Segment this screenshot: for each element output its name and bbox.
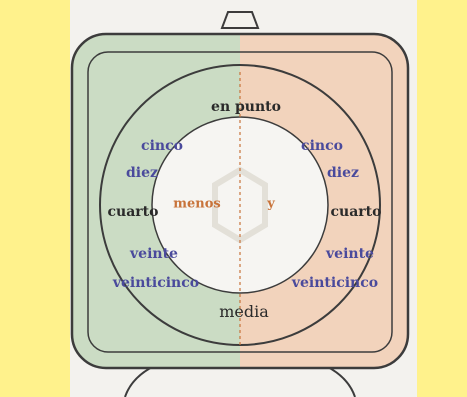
label-left-veinte: veinte [130,247,178,261]
label-menos: menos [173,198,220,211]
label-media: media [219,304,269,320]
label-left-cinco: cinco [141,139,183,153]
label-right-diez: diez [327,166,359,180]
label-right-veinte: veinte [326,247,374,261]
label-right-cuarto: cuarto [331,205,382,219]
label-y: y [267,198,275,211]
label-right-cinco: cinco [301,139,343,153]
label-en-punto: en punto [211,100,281,114]
label-right-veinticinco: veinticinco [292,276,378,290]
label-left-cuarto: cuarto [108,205,159,219]
label-left-veinticinco: veinticinco [113,276,199,290]
clock-knob [222,12,258,28]
label-left-diez: diez [126,166,158,180]
